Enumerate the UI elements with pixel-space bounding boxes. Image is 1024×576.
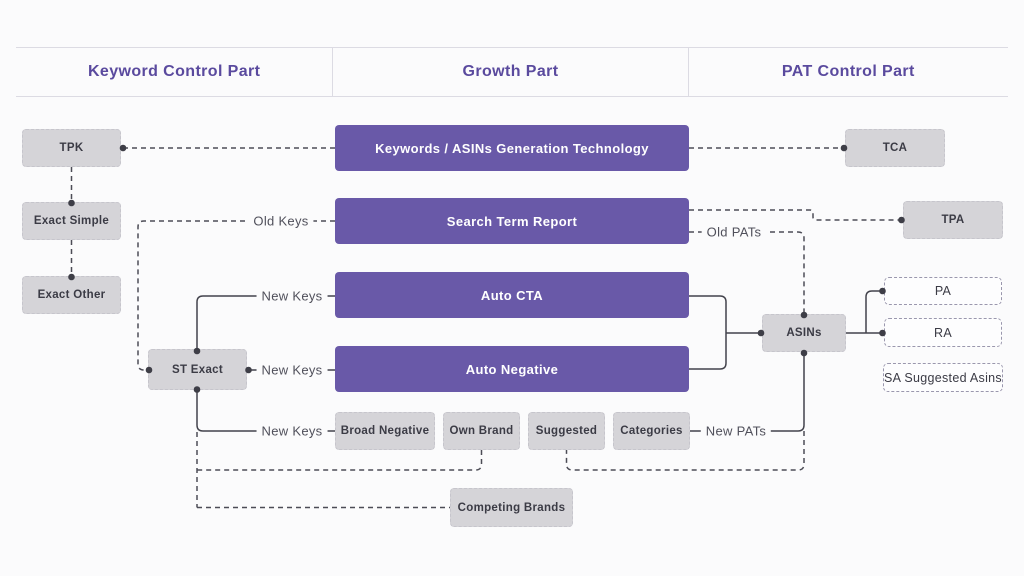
node-asins: ASINs: [762, 314, 846, 352]
edge-old-pats-str-to-asins: [689, 231, 805, 313]
edge-own-brand-feedback: [197, 450, 483, 471]
edge-label-new-keys-top: New Keys: [256, 288, 328, 304]
header-label: Keyword Control Part: [87, 63, 261, 80]
node-competing-brands: Competing Brands: [450, 488, 573, 527]
header-growth-part: Growth Part: [332, 48, 687, 96]
node-st-exact: ST Exact: [148, 349, 247, 390]
node-sa-suggested-asins: SA Suggested Asins: [883, 363, 1003, 392]
edge-label-new-keys-mid: New Keys: [256, 362, 328, 378]
node-suggested: Suggested: [528, 412, 605, 450]
node-keywords-asins-generation: Keywords / ASINs Generation Technology: [335, 125, 689, 171]
node-tpa: TPA: [903, 201, 1003, 239]
node-ra: RA: [884, 318, 1002, 347]
edge-asins-to-pa: [865, 290, 882, 333]
header-label: PAT Control Part: [781, 63, 915, 80]
node-auto-cta: Auto CTA: [335, 272, 689, 318]
header-keyword-control-part: Keyword Control Part: [16, 48, 332, 96]
node-search-term-report: Search Term Report: [335, 198, 689, 244]
node-categories: Categories: [613, 412, 690, 450]
node-exact-simple: Exact Simple: [22, 202, 121, 240]
edge-st-exact-to-auto-cta: [196, 295, 335, 350]
header-label: Growth Part: [462, 63, 559, 80]
edge-categories-to-asins: [690, 353, 805, 432]
edge-label-new-keys-bottom: New Keys: [256, 423, 328, 439]
node-pa: PA: [884, 277, 1002, 305]
diagram-header: Keyword Control Part Growth Part PAT Con…: [16, 47, 1008, 97]
node-tca: TCA: [845, 129, 945, 167]
edge-label-old-keys: Old Keys: [248, 213, 314, 229]
edge-label-new-pats: New PATs: [700, 423, 772, 439]
node-broad-negative: Broad Negative: [335, 412, 435, 450]
node-exact-other: Exact Other: [22, 276, 121, 314]
node-auto-negative: Auto Negative: [335, 346, 689, 392]
edge-auto-bracket: [689, 295, 727, 370]
edge-label-old-pats: Old PATs: [701, 224, 767, 240]
node-tpk: TPK: [22, 129, 121, 167]
header-pat-control-part: PAT Control Part: [687, 48, 1008, 96]
edge-str-to-tpa: [689, 209, 901, 221]
node-own-brand: Own Brand: [443, 412, 520, 450]
